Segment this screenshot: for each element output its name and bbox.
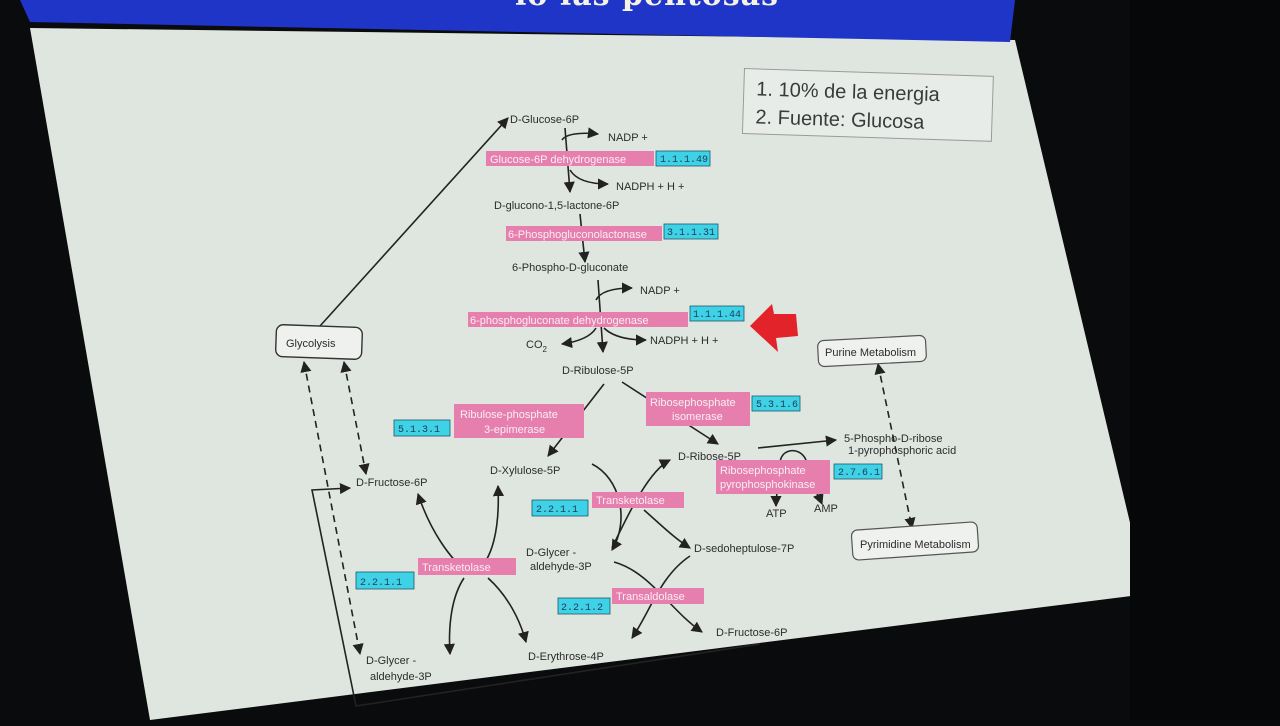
metabolite-prpp-line2: 1-pyrophosphoric acid bbox=[848, 445, 956, 457]
enzyme-isomerase[interactable]: Ribosephosphate isomerase 5.3.1.6 bbox=[646, 392, 801, 426]
metabolite-prpp-line1: 5-Phospho-D-ribose bbox=[844, 433, 942, 445]
isomerase-ec: 5.3.1.6 bbox=[756, 400, 798, 411]
metabolite-glyceraldehyde-low-line2: aldehyde-3P bbox=[370, 671, 432, 683]
tk-left-arrow-4 bbox=[487, 577, 529, 644]
enzyme-transaldolase[interactable]: Transaldolase 2.2.1.2 bbox=[557, 588, 704, 615]
metabolite-glyceraldehyde-mid-line1: D-Glycer - bbox=[526, 547, 576, 559]
isomerase-line1: Ribosephosphate bbox=[650, 397, 736, 409]
metabolite-glucose-6p: D-Glucose-6P bbox=[510, 114, 579, 126]
pyrophosphokinase-line1: Ribosephosphate bbox=[720, 465, 806, 477]
transketolase-left-name: Transketolase bbox=[422, 562, 491, 574]
tk-mid-arrow-3 bbox=[643, 509, 691, 549]
highlight-red-arrow bbox=[750, 304, 798, 352]
epimerase-line2: 3-epimerase bbox=[484, 424, 545, 436]
nadph-out-arrow-2 bbox=[603, 327, 648, 346]
metabolite-ribulose-5p: D-Ribulose-5P bbox=[562, 365, 634, 377]
enzyme-transketolase-mid[interactable]: Transketolase 2.2.1.1 bbox=[531, 492, 684, 517]
pyrimidine-metabolism-box[interactable]: Pyrimidine Metabolism bbox=[850, 521, 980, 561]
dark-background bbox=[1130, 0, 1280, 720]
pyrophosphokinase-line2: pyrophosphokinase bbox=[720, 479, 815, 491]
co2-subscript: 2 bbox=[543, 345, 548, 354]
g6pdh-name: Glucose-6P dehydrogenase bbox=[490, 154, 626, 166]
epimerase-ec: 5.1.3.1 bbox=[398, 425, 440, 436]
glycolysis-to-glucose-arrow bbox=[319, 117, 509, 327]
glycolysis-box[interactable]: Glycolysis bbox=[275, 324, 363, 360]
enzyme-pgdh[interactable]: 6-phosphogluconate dehydrogenase 1.1.1.4… bbox=[468, 305, 745, 327]
metabolite-xylulose-5p: D-Xylulose-5P bbox=[490, 465, 560, 477]
metabolite-gluconolactone: D-glucono-1,5-lactone-6P bbox=[494, 200, 619, 212]
metabolite-co2: CO2 bbox=[526, 339, 548, 354]
transketolase-left-ec: 2.2.1.1 bbox=[360, 578, 402, 589]
nadp-in-arrow-1 bbox=[561, 127, 600, 141]
purine-metabolism-box[interactable]: Purine Metabolism bbox=[817, 334, 927, 368]
cofactor-nadp-2: NADP + bbox=[640, 285, 680, 297]
isomerase-line2: isomerase bbox=[672, 411, 723, 423]
metabolite-glyceraldehyde-mid-line2: aldehyde-3P bbox=[530, 561, 592, 573]
transaldolase-name: Transaldolase bbox=[616, 591, 685, 603]
enzyme-epimerase[interactable]: Ribulose-phosphate 3-epimerase 5.1.3.1 bbox=[393, 404, 584, 438]
transketolase-mid-ec: 2.2.1.1 bbox=[536, 505, 578, 516]
metabolite-phosphogluconate: 6-Phospho-D-gluconate bbox=[512, 262, 628, 274]
g6pdh-ec: 1.1.1.49 bbox=[660, 155, 708, 166]
glycolysis-glyceraldehyde-dashed bbox=[300, 360, 364, 656]
purine-label: Purine Metabolism bbox=[825, 347, 916, 359]
enzyme-lactonase[interactable]: 6-Phosphogluconolactonase 3.1.1.31 bbox=[506, 223, 719, 241]
metabolite-glyceraldehyde-low-line1: D-Glycer - bbox=[366, 655, 416, 667]
pgdh-ec: 1.1.1.44 bbox=[693, 310, 741, 321]
co2-out-arrow bbox=[560, 327, 597, 349]
glycolysis-label: Glycolysis bbox=[286, 338, 336, 350]
cofactor-nadph-2: NADPH + H + bbox=[650, 335, 718, 347]
metabolite-fructose-6p-left: D-Fructose-6P bbox=[356, 477, 428, 489]
metabolite-ribose-5p: D-Ribose-5P bbox=[678, 451, 741, 463]
ribose-to-prpp-arrow bbox=[757, 435, 838, 449]
enzyme-transketolase-left[interactable]: Transketolase 2.2.1.1 bbox=[355, 558, 516, 590]
slide-title: lo las pentosas bbox=[515, 0, 779, 13]
metabolite-erythrose-4p: D-Erythrose-4P bbox=[528, 651, 604, 663]
glycolysis-fructose-dashed bbox=[340, 360, 370, 476]
cofactor-nadp-1: NADP + bbox=[608, 132, 648, 144]
metabolite-sedoheptulose-7p: D-sedoheptulose-7P bbox=[694, 543, 794, 555]
pgdh-name: 6-phosphogluconate dehydrogenase bbox=[470, 315, 649, 327]
pyrophosphokinase-ec: 2.7.6.1 bbox=[838, 468, 880, 479]
purine-pyrimidine-dashed bbox=[874, 362, 916, 530]
metabolite-fructose-6p-right: D-Fructose-6P bbox=[716, 627, 788, 639]
transaldolase-ec: 2.2.1.2 bbox=[561, 603, 603, 614]
nadp-in-arrow-2 bbox=[595, 282, 634, 301]
cofactor-atp: ATP bbox=[766, 508, 787, 520]
tk-left-arrow-3 bbox=[443, 577, 465, 656]
lactonase-name: 6-Phosphogluconolactonase bbox=[508, 229, 647, 241]
enzyme-pyrophosphokinase[interactable]: Ribosephosphate pyrophosphokinase 2.7.6.… bbox=[716, 460, 883, 494]
cofactor-nadph-1: NADPH + H + bbox=[616, 181, 684, 193]
co2-main: CO bbox=[526, 339, 543, 351]
cofactor-amp: AMP bbox=[814, 503, 838, 515]
pyrimidine-label: Pyrimidine Metabolism bbox=[860, 539, 971, 551]
lactonase-ec: 3.1.1.31 bbox=[667, 228, 715, 239]
transketolase-mid-name: Transketolase bbox=[596, 495, 665, 507]
epimerase-line1: Ribulose-phosphate bbox=[460, 409, 558, 421]
nadph-out-arrow-1 bbox=[569, 169, 610, 190]
enzyme-g6pdh[interactable]: Glucose-6P dehydrogenase 1.1.1.49 bbox=[486, 150, 711, 167]
